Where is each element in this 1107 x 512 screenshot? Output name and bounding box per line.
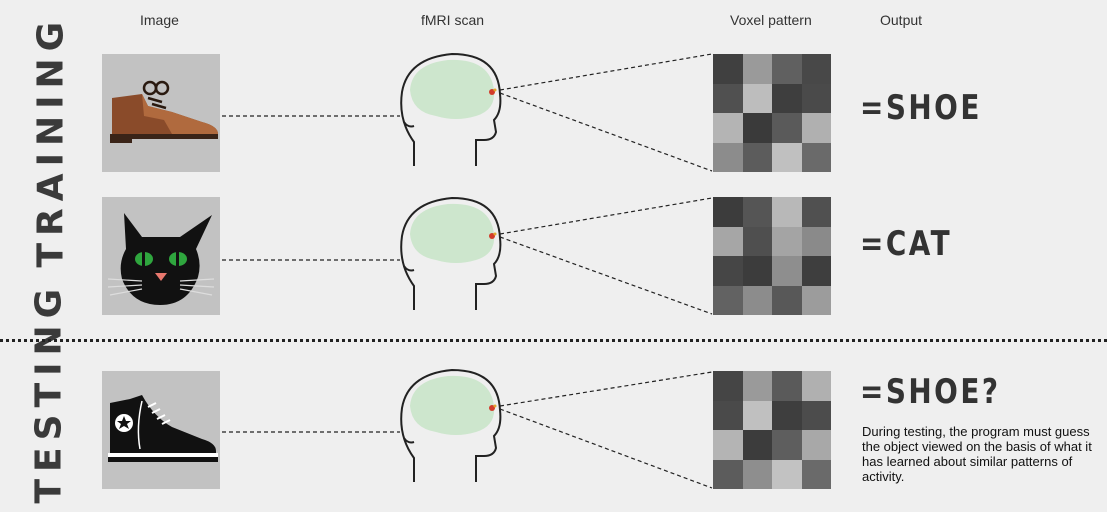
brain-head-icon [400,52,502,166]
stimulus-image-sneaker [102,371,220,489]
voxel-pattern-grid [713,371,831,489]
voxel-cell [801,226,831,256]
voxel-cell [713,285,743,315]
voxel-cell [713,400,743,430]
voxel-cell [713,226,743,256]
voxel-cell [772,459,802,489]
voxel-cell [772,256,802,286]
voxel-cell [801,430,831,460]
voxel-cell [772,400,802,430]
voxel-cell [772,83,802,113]
voxel-cell [713,83,743,113]
brain-scan [396,366,506,493]
voxel-cell [742,400,772,430]
voxel-cell [772,113,802,143]
voxel-cell [801,371,831,401]
voxel-cell [713,197,743,227]
connector-brain-voxel-bottom [499,92,713,172]
voxel-cell [772,54,802,84]
voxel-cell [713,430,743,460]
voxel-cell [801,256,831,286]
connector-brain-voxel-bottom [499,408,713,489]
voxel-cell [801,83,831,113]
voxel-cell [772,226,802,256]
voxel-cell [713,256,743,286]
header-voxel-pattern: Voxel pattern [730,12,812,28]
voxel-cell [801,113,831,143]
connector-brain-voxel-top [499,197,713,235]
brain-scan [396,194,506,321]
voxel-cell [742,371,772,401]
section-divider [0,339,1107,342]
voxel-cell [801,197,831,227]
voxel-cell [801,400,831,430]
voxel-cell [742,142,772,172]
voxel-cell [713,54,743,84]
voxel-cell [742,197,772,227]
voxel-cell [713,459,743,489]
output-label: =CAT [860,224,953,264]
brain-head-icon [400,368,502,482]
voxel-cell [772,197,802,227]
voxel-cell [742,459,772,489]
header-fmri-scan: fMRI scan [421,12,485,28]
voxel-cell [713,371,743,401]
voxel-cell [801,54,831,84]
brain-scan [396,50,506,177]
voxel-pattern-grid [713,54,831,172]
stimulus-image-shoe [102,54,220,172]
voxel-cell [772,430,802,460]
output-label: =SHOE [860,88,982,128]
voxel-cell [801,142,831,172]
voxel-cell [742,285,772,315]
voxel-cell [742,226,772,256]
sneaker-icon [108,395,218,462]
testing-note: During testing, the program must guess t… [862,424,1092,484]
connector-brain-voxel-top [499,371,713,407]
cat-icon [107,213,215,305]
voxel-cell [713,113,743,143]
voxel-cell [772,142,802,172]
shoe-icon [110,80,218,143]
voxel-cell [772,285,802,315]
voxel-cell [742,256,772,286]
connector-brain-voxel-bottom [499,236,713,315]
stimulus-image-cat [102,197,220,315]
voxel-cell [742,83,772,113]
voxel-cell [713,142,743,172]
brain-head-icon [400,196,502,310]
header-image: Image [140,12,179,28]
voxel-cell [742,54,772,84]
voxel-cell [801,459,831,489]
header-output: Output [880,12,923,28]
voxel-pattern-grid [713,197,831,315]
voxel-cell [742,113,772,143]
connector-brain-voxel-top [499,53,713,91]
voxel-cell [772,371,802,401]
voxel-cell [801,285,831,315]
voxel-cell [742,430,772,460]
output-label: =SHOE? [860,372,1001,412]
